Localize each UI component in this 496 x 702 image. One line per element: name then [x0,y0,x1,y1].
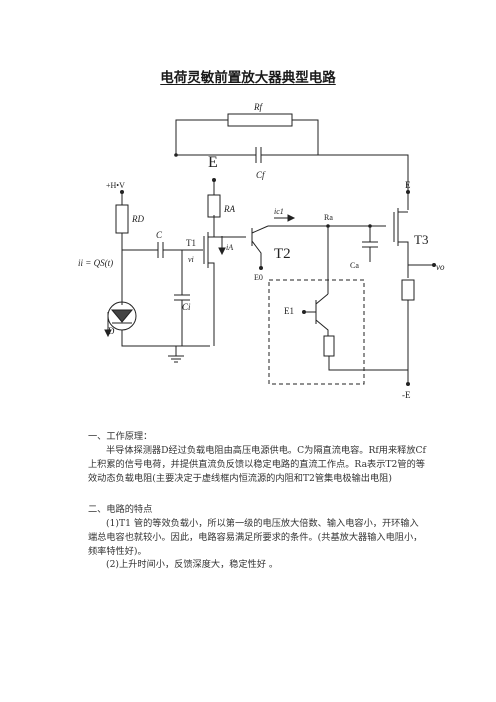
bjt-current-source-emitter [315,319,329,336]
label-ic1: ic1 [274,207,284,216]
label-ra: RA [223,204,235,214]
label-hv: +H•V [106,181,125,190]
node-minus-e [406,382,410,386]
bjt-t2-emitter [251,240,262,268]
current-source-box [268,279,365,385]
label-t2: T2 [274,246,291,262]
label-vi: vi [188,255,194,264]
resistor-ra [207,194,221,218]
label-ra-load: Ra [324,213,333,222]
resistor-t3-source [401,279,415,301]
label-minus-e: -E [402,390,411,400]
section1-heading: 一、工作原理： [88,431,153,442]
label-rf: Rf [253,102,263,112]
node-hv [120,190,124,194]
wire-current-source-bottom [328,356,408,371]
label-cf: Cf [256,170,266,180]
node-e1 [302,310,306,314]
resistor-rd [115,204,129,234]
junction-3 [326,224,330,228]
wire-feedback-right [292,119,319,155]
node-e-top [212,178,216,182]
wire-cf-right [261,154,409,200]
label-ia: iA [226,243,233,252]
label-ci: Ci [182,302,191,312]
label-vo: vo [436,262,445,272]
label-c: C [156,230,163,240]
junction-1 [174,153,178,157]
label-e-top: E [208,154,218,171]
wire-rd-node [121,233,158,251]
section1-body: 半导体探测器D经过负载电阻由高压电源供电。C为隔直流电容。Rf用来释放Cf上积累… [88,445,426,485]
current-arrowhead-ia [218,247,226,256]
bjt-current-source-collector [315,293,329,305]
label-d: D [108,326,115,336]
fet-t1-drain [208,215,215,238]
section2-item2: (2)上升时间小，反馈深度大，稳定性好 。 [106,559,279,570]
label-t1: T1 [186,238,196,248]
label-e-right: E [405,180,411,190]
node-e-right [406,190,410,194]
fet-t3-source [398,241,409,278]
label-ca: Ca [350,261,359,270]
section2-item1: (1)T1 管的等效负载小，所以第一级的电压放大倍数、输入电容小，开环输入端总电… [88,518,423,558]
label-e1: E1 [284,306,294,316]
wire-feedback-left [175,119,228,155]
current-arrowhead-d [104,329,112,338]
detector-d-diode [110,309,134,323]
fet-t1-source [208,262,215,346]
circuit-diagram: Rf Cf E +H•V RD RA C T1 vi iA T2 E0 ic1 … [78,102,445,400]
page-title: 电荷灵敏前置放大器典型电路 [160,70,336,86]
label-e0: E0 [254,273,263,282]
resistor-current-source [323,335,335,357]
node-e0 [259,266,263,270]
wire-ground-bus [121,330,210,347]
junction-2 [368,224,372,228]
label-t3: T3 [414,232,428,247]
section2-heading: 二、电路的特点 [88,504,153,515]
node-vo [432,263,436,267]
resistor-rf [227,113,293,127]
label-rd: RD [131,214,144,224]
bjt-t2-collector [251,225,269,234]
label-ii: ii = QS(t) [78,258,113,268]
current-arrowhead-ic1 [287,214,296,222]
